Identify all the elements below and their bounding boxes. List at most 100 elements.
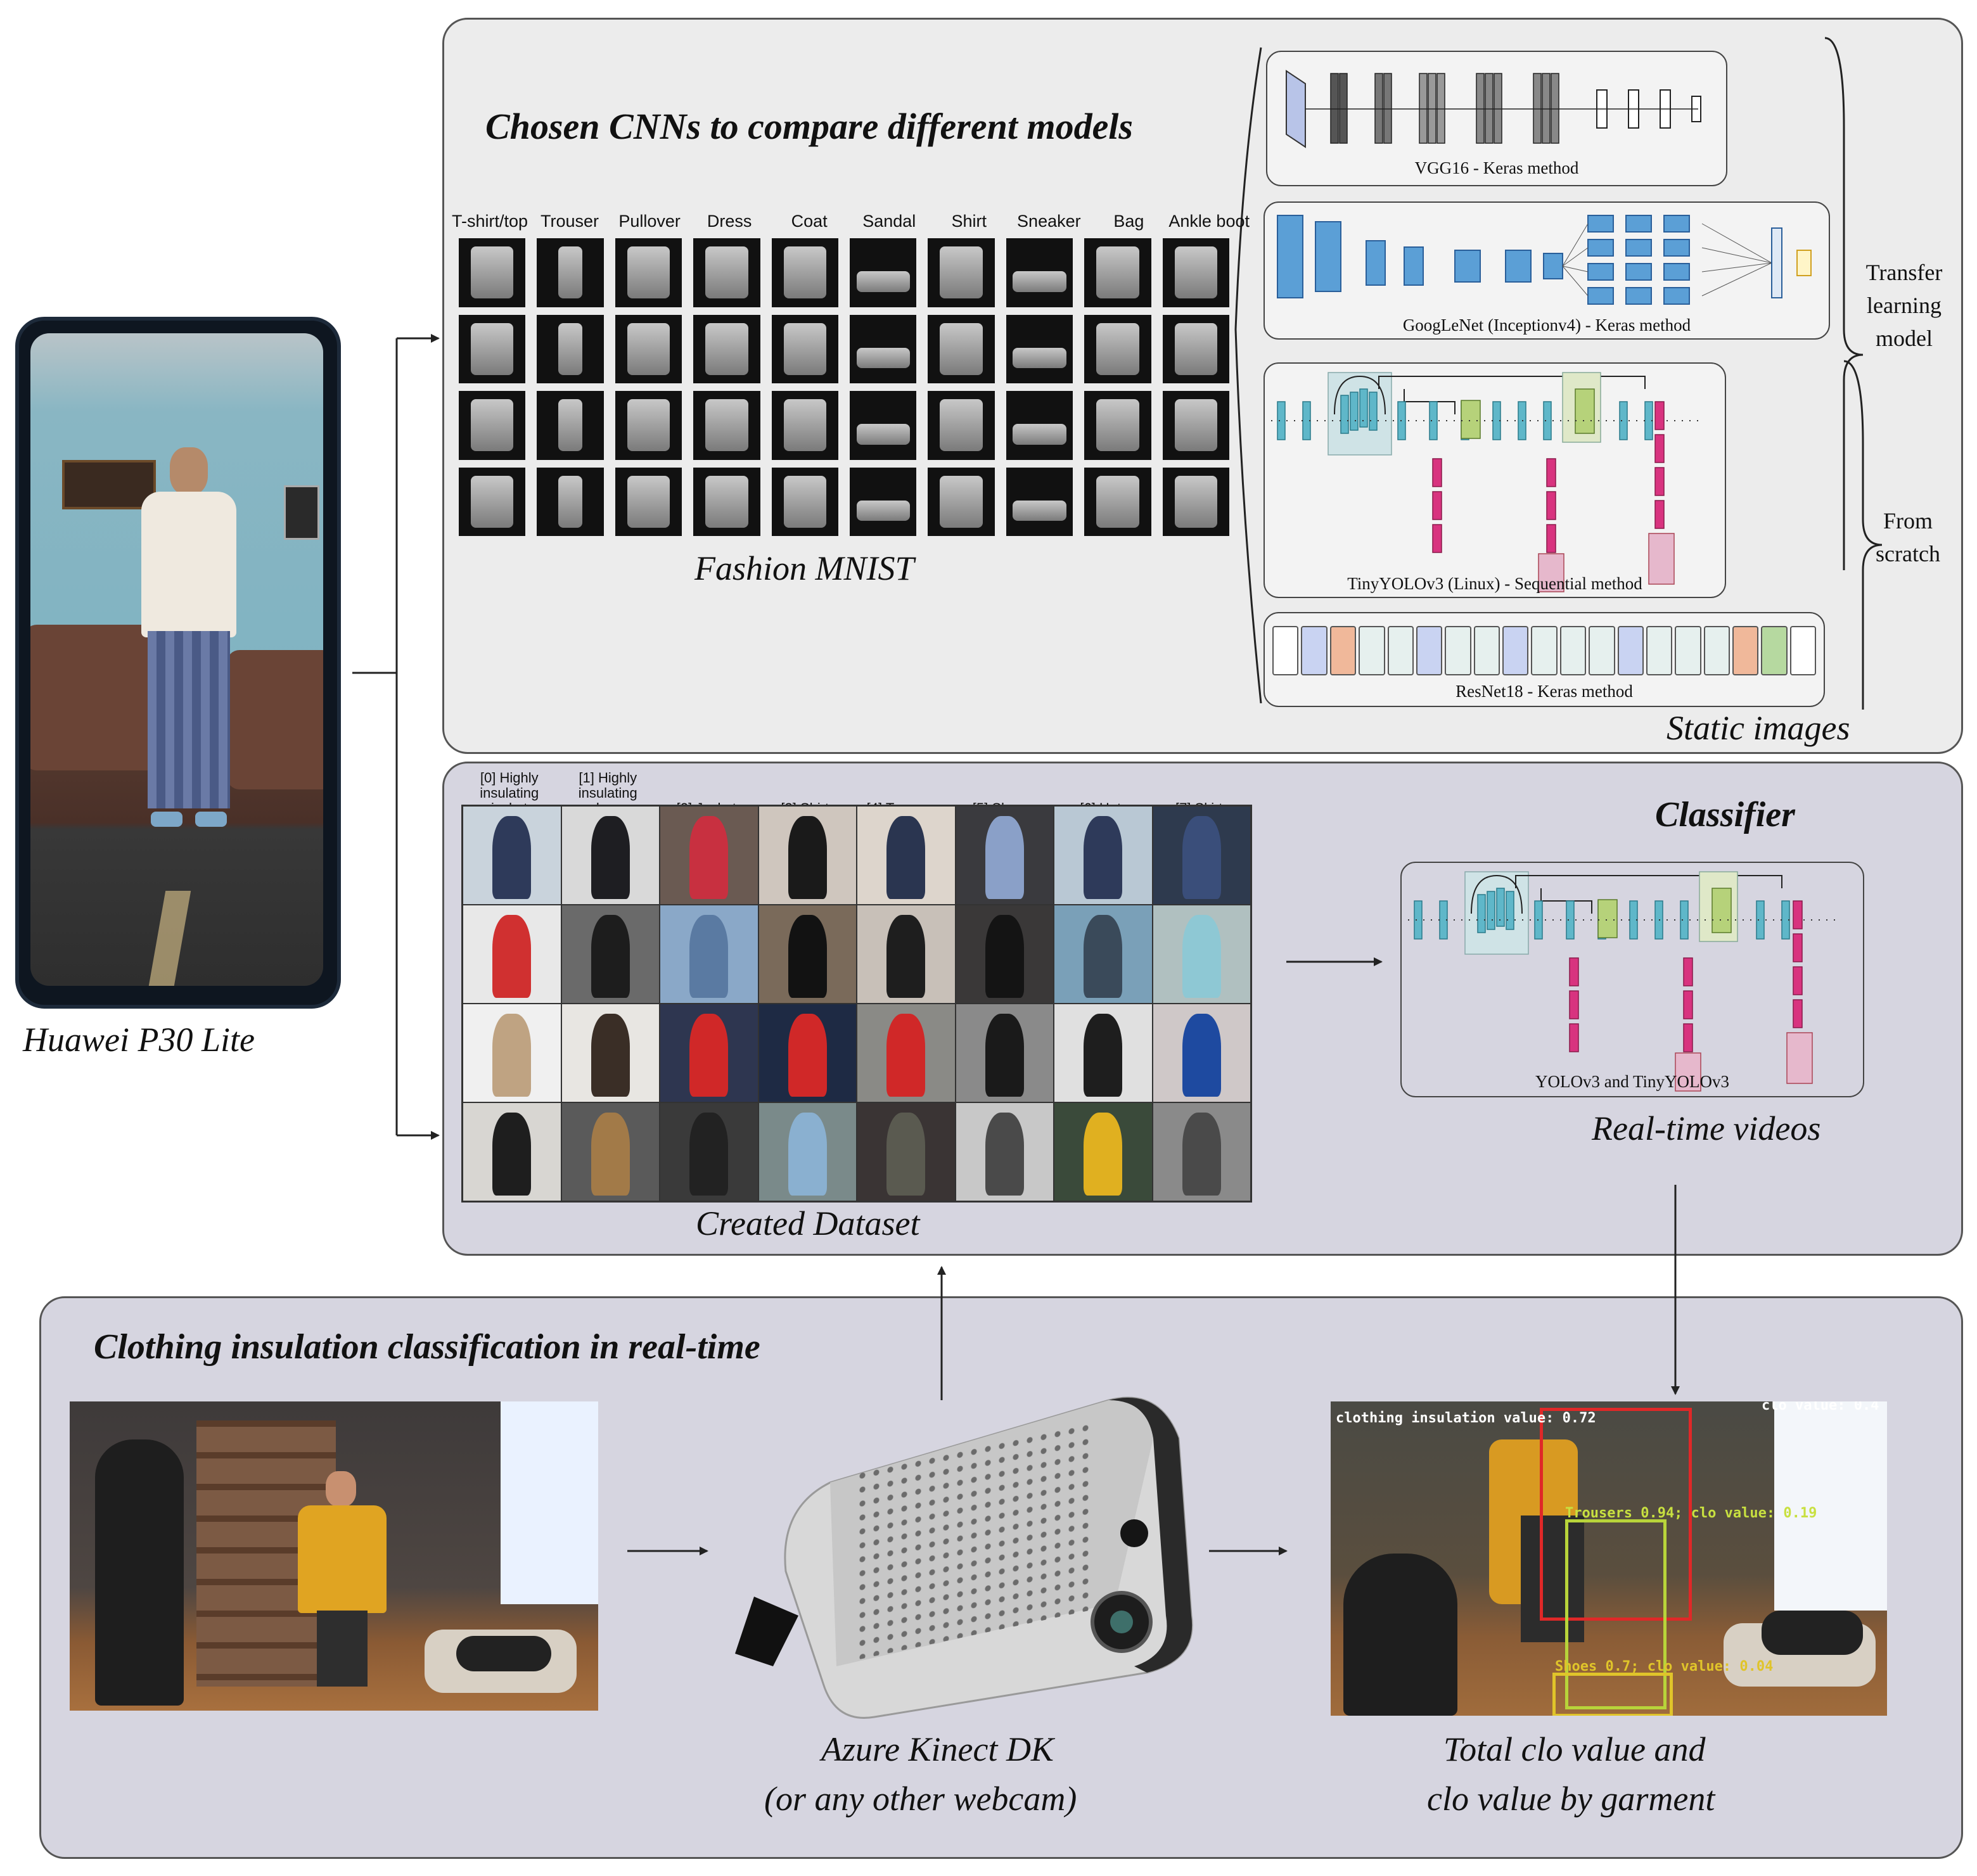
dataset-thumbnail (857, 905, 956, 1004)
mnist-thumbnail (1162, 314, 1229, 383)
dataset-thumbnail (955, 1004, 1054, 1102)
yolov3-diagram: YOLOv3 and TinyYOLOv3 (1400, 862, 1864, 1097)
resnet-blocks (1272, 626, 1817, 675)
phone-screen-photo (30, 333, 323, 986)
overlay-trousers-clo: Trousers 0.94; clo value: 0.19 (1565, 1505, 1817, 1521)
mnist-thumbnail (928, 391, 995, 460)
dataset-class-labels: [0] Highly insulating jacket [1] Highly … (460, 770, 1248, 816)
dataset-thumbnail (463, 905, 561, 1004)
mnist-thumbnail (615, 467, 682, 536)
mnist-thumbnail (1162, 238, 1229, 307)
webcam-input-frame (70, 1401, 598, 1711)
mnist-thumbnail (850, 314, 917, 383)
mnist-thumbnail (459, 467, 526, 536)
yolov3-label: YOLOv3 and TinyYOLOv3 (1535, 1072, 1730, 1091)
resnet-layer-block (1416, 626, 1443, 675)
mnist-thumbnail (537, 314, 604, 383)
mnist-label: Pullover (618, 212, 681, 231)
from-scratch-label: From scratch (1876, 508, 1940, 566)
dataset-thumbnail (758, 806, 857, 905)
top-panel-title: Chosen CNNs to compare different models (485, 106, 1133, 147)
mnist-thumbnail (693, 467, 760, 536)
mnist-thumbnail (1162, 467, 1229, 536)
phone-device (15, 317, 341, 1009)
bottom-panel-title: Clothing insulation classification in re… (94, 1327, 760, 1367)
mnist-thumbnail (771, 391, 838, 460)
mnist-thumbnail (1006, 238, 1073, 307)
mnist-thumbnail (459, 314, 526, 383)
transfer-learning-label: Transfer learning model (1865, 260, 1943, 351)
mnist-thumbnail (459, 238, 526, 307)
dataset-thumbnail (857, 1102, 956, 1201)
mnist-thumbnail (850, 467, 917, 536)
dataset-thumbnail (1054, 806, 1153, 905)
dataset-thumbnail (758, 905, 857, 1004)
mnist-thumbnail (1084, 238, 1151, 307)
mnist-thumbnail (615, 391, 682, 460)
output-caption-line2: clo value by garment (1427, 1780, 1715, 1818)
dataset-thumbnail (1152, 1004, 1251, 1102)
mnist-thumbnail (1084, 314, 1151, 383)
dataset-thumbnail (660, 1102, 758, 1201)
mnist-label: Dress (707, 212, 752, 231)
mnist-thumbnail (1006, 467, 1073, 536)
resnet-layer-block (1502, 626, 1529, 675)
mnist-label: Ankle boot (1168, 212, 1250, 231)
dataset-thumbnail (561, 1102, 660, 1201)
resnet-layer-block (1703, 626, 1730, 675)
overlay-shoes-clo: Shoes 0.7; clo value: 0.04 (1555, 1659, 1774, 1675)
mnist-thumbnail (928, 467, 995, 536)
mnist-thumbnail (693, 391, 760, 460)
mnist-label: Trouser (541, 212, 599, 231)
dataset-thumbnail (660, 1004, 758, 1102)
phone-caption: Huawei P30 Lite (23, 1021, 255, 1059)
dataset-thumbnail (857, 1004, 956, 1102)
resnet-layer-block (1789, 626, 1817, 675)
dataset-thumbnail (561, 905, 660, 1004)
dataset-thumbnail (463, 1004, 561, 1102)
kinect-caption-line2: (or any other webcam) (764, 1780, 1077, 1818)
resnet-layer-block (1646, 626, 1673, 675)
mnist-label: Sandal (862, 212, 916, 231)
static-images-caption: Static images (1667, 709, 1850, 747)
mnist-label: Bag (1113, 212, 1144, 231)
googlenet-diagram: GoogLeNet (Inceptionv4) - Keras method (1264, 201, 1830, 340)
tinyyolov3-diagram: TinyYOLOv3 (Linux) - Sequential method (1264, 362, 1726, 598)
dataset-thumbnail (561, 806, 660, 905)
mnist-thumbnail (615, 238, 682, 307)
mnist-label: Coat (791, 212, 828, 231)
mnist-thumbnail (771, 238, 838, 307)
person-yellow-jacket (298, 1471, 387, 1687)
bbox-top (1540, 1408, 1692, 1621)
mnist-thumbnail (615, 314, 682, 383)
mnist-thumbnail (1084, 467, 1151, 536)
dataset-thumbnail (955, 1102, 1054, 1201)
mnist-thumbnail (850, 391, 917, 460)
bbox-trousers (1565, 1519, 1667, 1709)
dataset-thumbnail (561, 1004, 660, 1102)
dataset-thumbnail (857, 806, 956, 905)
resnet-layer-block (1675, 626, 1701, 675)
mnist-thumbnail (1006, 391, 1073, 460)
mnist-label: T-shirt/top (451, 212, 528, 231)
fashion-mnist-caption: Fashion MNIST (694, 549, 914, 587)
dataset-thumbnail (955, 905, 1054, 1004)
fashion-mnist-image-grid (459, 238, 1229, 536)
realtime-videos-caption: Real-time videos (1592, 1109, 1821, 1147)
dataset-thumbnail (1152, 1102, 1251, 1201)
resnet-layer-block (1617, 626, 1644, 675)
resnet18-label: ResNet18 - Keras method (1456, 682, 1633, 701)
dataset-thumbnail (1152, 806, 1251, 905)
mnist-thumbnail (459, 391, 526, 460)
mnist-thumbnail (771, 314, 838, 383)
dataset-thumbnail (463, 1102, 561, 1201)
mnist-thumbnail (771, 467, 838, 536)
mnist-thumbnail (1162, 391, 1229, 460)
resnet-layer-block (1732, 626, 1759, 675)
person-figure (132, 447, 246, 840)
output-caption-line1: Total clo value and (1443, 1730, 1706, 1768)
mnist-thumbnail (850, 238, 917, 307)
dataset-thumbnail (955, 806, 1054, 905)
classifier-title: Classifier (1655, 795, 1795, 834)
